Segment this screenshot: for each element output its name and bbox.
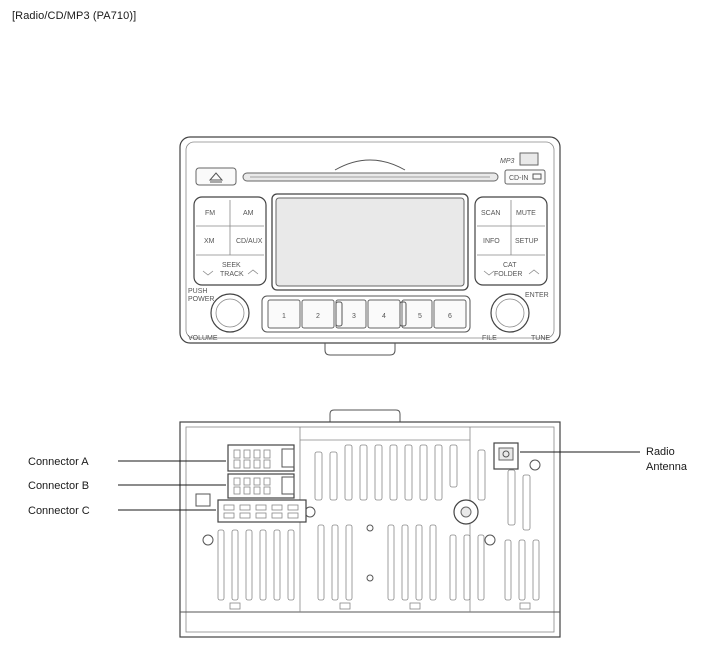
folder-label[interactable]: FOLDER xyxy=(494,271,522,278)
screw-hole xyxy=(366,574,374,582)
screw-hole xyxy=(366,524,374,532)
vent-slots-upper xyxy=(314,444,531,531)
divider-slot xyxy=(335,301,343,327)
cd-in-label: CD-IN xyxy=(509,175,528,182)
page-title: [Radio/CD/MP3 (PA710)] xyxy=(12,10,137,22)
seek-label[interactable]: SEEK xyxy=(222,262,241,269)
preset-button-5[interactable] xyxy=(401,299,433,329)
file-label: FILE xyxy=(482,335,497,342)
cat-label[interactable]: CAT xyxy=(503,262,517,269)
connector-c xyxy=(217,499,307,523)
volume-knob[interactable] xyxy=(210,293,250,333)
am-button[interactable]: AM xyxy=(243,210,254,217)
info-button[interactable]: INFO xyxy=(483,238,500,245)
eject-icon xyxy=(208,172,224,183)
preset-label: 6 xyxy=(448,313,452,320)
xm-button[interactable]: XM xyxy=(204,238,215,245)
enter-label: ENTER xyxy=(525,292,549,299)
seek-arrows-icon xyxy=(202,269,259,276)
display-screen xyxy=(275,197,465,287)
vent-slots-lower xyxy=(217,524,540,601)
eject-button[interactable] xyxy=(195,167,237,186)
screw-hole xyxy=(529,459,541,471)
preset-button-1[interactable] xyxy=(267,299,301,329)
screw-hole xyxy=(202,534,214,546)
preset-button-2[interactable] xyxy=(301,299,335,329)
leader-lines xyxy=(118,451,640,511)
preset-label: 4 xyxy=(382,313,386,320)
connector-b-label: Connector B xyxy=(28,480,89,492)
track-label[interactable]: TRACK xyxy=(220,271,244,278)
front-panel: MP3 CD-IN FM AM XM CD/AUX SEEK TRACK SCA… xyxy=(179,136,561,356)
rear-panel: Connector A Connector B Connector C Radi… xyxy=(28,409,688,638)
preset-label: 3 xyxy=(352,313,356,320)
cd-aux-button[interactable]: CD/AUX xyxy=(236,238,263,245)
mute-button[interactable]: MUTE xyxy=(516,210,536,217)
preset-label: 1 xyxy=(282,313,286,320)
connector-a-label: Connector A xyxy=(28,456,89,468)
preset-label: 5 xyxy=(418,313,422,320)
power-label: POWER xyxy=(188,296,214,303)
radio-antenna-label-line2: Antenna xyxy=(646,461,688,473)
screw-hole xyxy=(484,534,496,546)
divider-slot xyxy=(399,301,407,327)
preset-buttons: 1 2 3 4 5 6 xyxy=(267,299,467,329)
fm-button[interactable]: FM xyxy=(205,210,215,217)
connector-c-label: Connector C xyxy=(28,505,90,517)
setup-button[interactable]: SETUP xyxy=(515,238,539,245)
radio-antenna-label-line1: Radio xyxy=(646,446,675,458)
mp3-logo: MP3 xyxy=(500,158,515,165)
push-label: PUSH xyxy=(188,288,207,295)
preset-button-3[interactable] xyxy=(335,299,367,329)
scan-button[interactable]: SCAN xyxy=(481,210,500,217)
volume-label: VOLUME xyxy=(188,335,218,342)
tune-knob[interactable] xyxy=(490,293,530,333)
preset-label: 2 xyxy=(316,313,320,320)
preset-button-6[interactable] xyxy=(433,299,467,329)
tune-label: TUNE xyxy=(531,335,550,342)
folder-arrows-icon xyxy=(483,269,540,276)
